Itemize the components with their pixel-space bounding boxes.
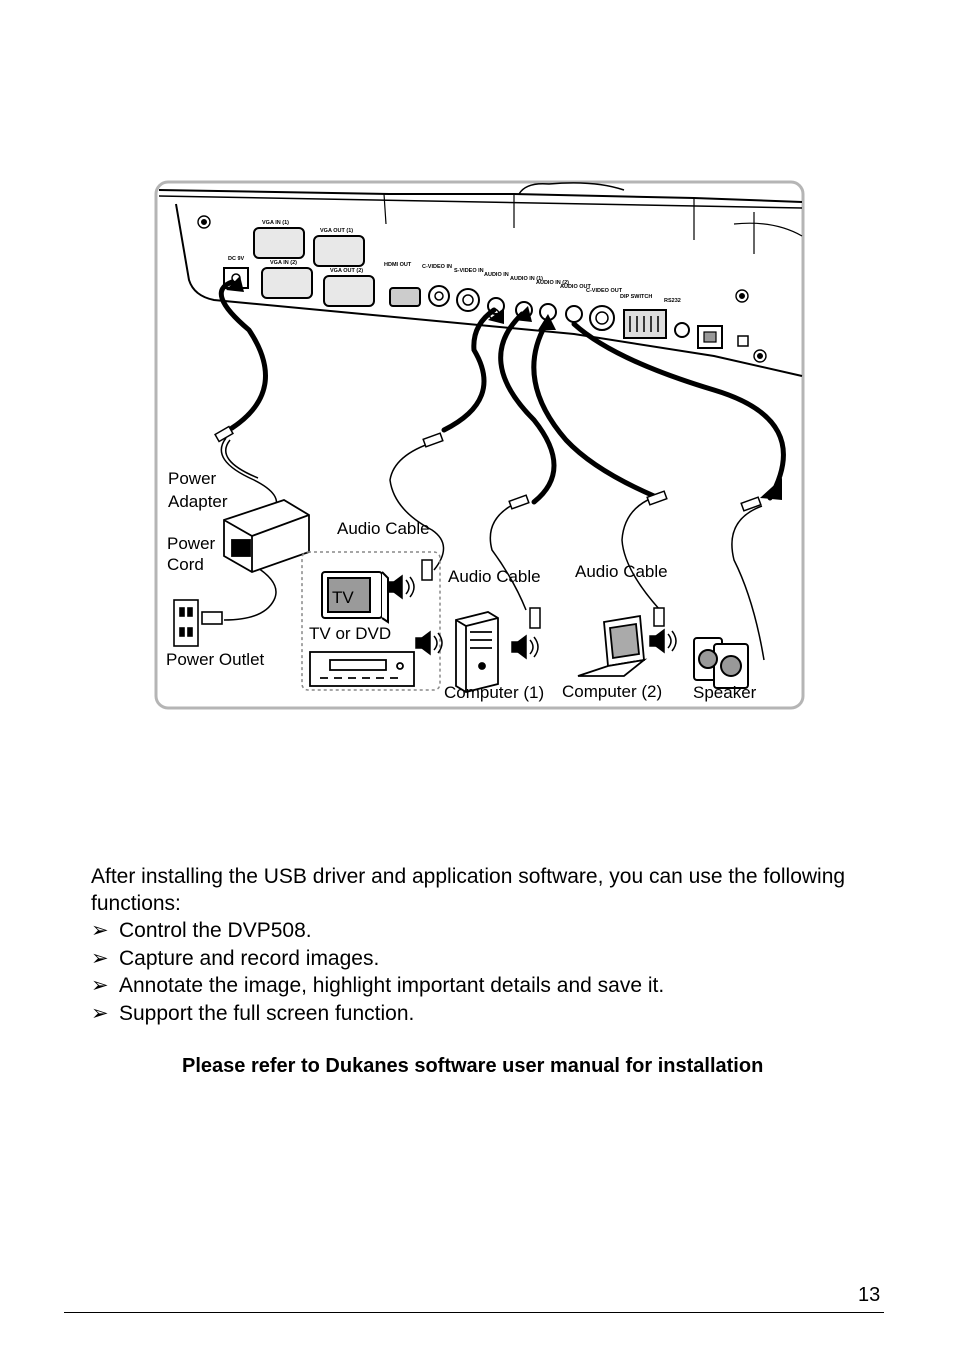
page-number: 13 — [858, 1284, 881, 1306]
port-dc-in: DC 9V — [228, 256, 245, 262]
port-s-video-in: S-VIDEO IN — [454, 268, 484, 274]
dvd-art — [309, 651, 415, 687]
speakers-art — [693, 637, 749, 689]
arrow-bullet-icon: ➢ — [91, 1001, 109, 1025]
label-computer-2: Computer (2) — [562, 682, 663, 701]
laptop-art — [577, 614, 648, 677]
label-audio-cable-b: Audio Cable — [448, 567, 541, 586]
port-vga-in-1: VGA IN (1) — [262, 220, 289, 226]
arrow-heads — [226, 276, 782, 500]
label-power-outlet: Power Outlet — [166, 650, 265, 669]
port-vga-out-2: VGA OUT (2) — [330, 268, 363, 274]
arrow-bullet-icon: ➢ — [91, 974, 109, 997]
arrow-bullet-icon: ➢ — [91, 946, 109, 970]
installation-note: Please refer to Dukanes software user ma… — [182, 1055, 764, 1077]
function-text: Support the full screen function. — [119, 1001, 415, 1025]
port-vga-out-1: VGA OUT (1) — [320, 228, 353, 234]
function-text: Capture and record images. — [119, 946, 380, 970]
label-audio-cable-c: Audio Cable — [575, 562, 668, 581]
list-item: ➢ Support the full screen function. — [91, 1000, 664, 1028]
label-audio-cable-a: Audio Cable — [337, 519, 430, 538]
computer-tower-art — [455, 611, 499, 693]
port-audio-in-2: AUDIO IN (2) — [536, 280, 569, 286]
port-rs232: RS232 — [664, 298, 681, 304]
tv-screen-label: TV — [332, 588, 354, 607]
list-item: ➢ Capture and record images. — [91, 945, 664, 973]
tv-dvd-group — [301, 551, 441, 691]
port-audio-in-1: AUDIO IN (1) — [510, 276, 543, 282]
label-computer-1: Computer (1) — [444, 683, 545, 702]
port-audio-in: AUDIO IN — [484, 272, 509, 278]
functions-list: ➢ Control the DVP508. ➢ Capture and record… — [91, 917, 664, 1027]
arrow-bullet-icon: ➢ — [91, 919, 109, 942]
cables — [220, 437, 765, 661]
list-item: ➢ Control the DVP508. — [91, 917, 664, 945]
port-dip-switch: DIP SWITCH — [620, 294, 652, 300]
list-item: ➢ Annotate the image, highlight important… — [91, 972, 664, 1000]
connection-diagram-art: DC 9V VGA IN (1) VGA IN (2) VGA OUT (1) … — [154, 180, 805, 710]
function-text: Control the DVP508. — [119, 919, 312, 942]
footer-rule — [64, 1312, 884, 1313]
connection-diagram: DC 9V VGA IN (1) VGA IN (2) VGA OUT (1) … — [154, 180, 805, 710]
power-outlet-art — [173, 599, 223, 647]
function-text: Annotate the image, highlight important … — [119, 974, 665, 997]
tv-art — [321, 571, 389, 624]
label-power-adapter-1: Power — [168, 469, 217, 488]
label-power-adapter-2: Adapter — [168, 492, 228, 511]
label-tv-or-dvd: TV or DVD — [309, 624, 392, 643]
connection-arrows — [218, 279, 786, 505]
port-c-video-out: C-VIDEO OUT — [586, 288, 623, 294]
port-audio-out: AUDIO OUT — [560, 284, 592, 290]
port-vga-in-2: VGA IN (2) — [270, 260, 297, 266]
port-c-video-in: C-VIDEO IN — [422, 264, 452, 270]
label-power-cord-2: Cord — [167, 555, 204, 574]
label-speaker: Speaker — [693, 683, 757, 702]
intro-paragraph: After installing the USB driver and appl… — [91, 865, 846, 915]
speaker-sound-icons — [387, 574, 677, 660]
plugs — [214, 425, 762, 629]
port-labels: DC 9V VGA IN (1) VGA IN (2) VGA OUT (1) … — [228, 220, 681, 304]
port-hdmi-out: HDMI OUT — [384, 262, 412, 268]
label-power-cord-1: Power — [167, 534, 216, 553]
